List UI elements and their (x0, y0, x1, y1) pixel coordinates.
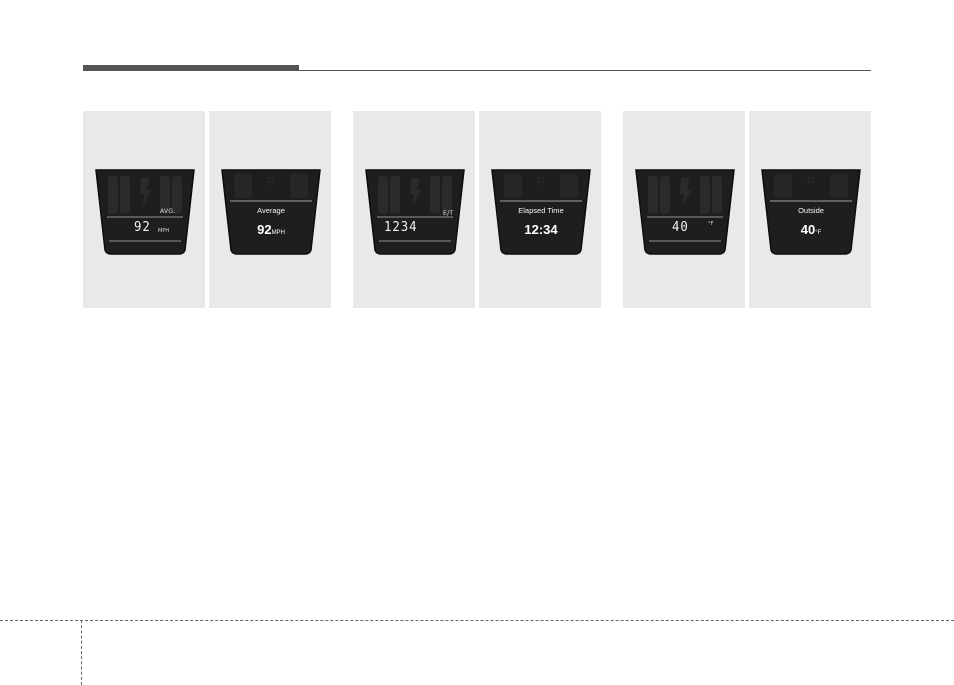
speed-unit: MPH (158, 228, 170, 234)
temperature-value: 40 (672, 220, 689, 235)
cluster-display-new: P Average 92MPH (220, 168, 322, 255)
average-label: Average (257, 206, 285, 215)
elapsed-time-value: 12:34 (524, 222, 558, 237)
header-accent-bar (83, 65, 299, 71)
old-display-panel: AVG. 92 MPH (83, 111, 205, 308)
et-label: E/T (443, 210, 454, 217)
temperature-unit: °F (708, 221, 714, 227)
new-display-panel: P Average 92MPH (209, 111, 331, 308)
cluster-display-new: P Elapsed Time 12:34 (490, 168, 592, 255)
header-rule (299, 70, 871, 71)
cluster-display-old: AVG. 92 MPH (94, 168, 196, 255)
footer-dashed-margin (81, 620, 82, 685)
old-display-panel: E/T 1234 (353, 111, 475, 308)
elapsed-value: 1234 (384, 220, 418, 235)
cluster-shape (95, 169, 195, 255)
cluster-display-old: E/T 1234 (364, 168, 466, 255)
cluster-display-new: P Outside 40°F (760, 168, 862, 255)
gear-indicator: P (536, 174, 546, 189)
avg-label: AVG. (160, 208, 176, 215)
old-display-panel: 40 °F (623, 111, 745, 308)
speed-value: 92 (134, 220, 151, 235)
footer-dashed-rule (0, 620, 954, 621)
new-display-panel: P Outside 40°F (749, 111, 871, 308)
outside-label: Outside (798, 206, 824, 215)
cluster-shape (761, 169, 861, 255)
gear-indicator: P (266, 174, 276, 189)
gear-indicator: P (806, 174, 816, 189)
new-display-panel: P Elapsed Time 12:34 (479, 111, 601, 308)
cluster-display-old: 40 °F (634, 168, 736, 255)
figure-outside-temperature: 40 °F P Outside 40°F (623, 111, 871, 308)
elapsed-time-label: Elapsed Time (518, 206, 564, 215)
cluster-shape (365, 169, 465, 255)
cluster-shape (635, 169, 735, 255)
average-value: 92MPH (257, 222, 285, 237)
cluster-shape (221, 169, 321, 255)
figure-average-speed: AVG. 92 MPH P Average 92MPH (83, 111, 331, 308)
outside-temperature-value: 40°F (800, 222, 822, 237)
figure-elapsed-time: E/T 1234 P Elapsed Time 12:34 (353, 111, 601, 308)
cluster-shape (491, 169, 591, 255)
